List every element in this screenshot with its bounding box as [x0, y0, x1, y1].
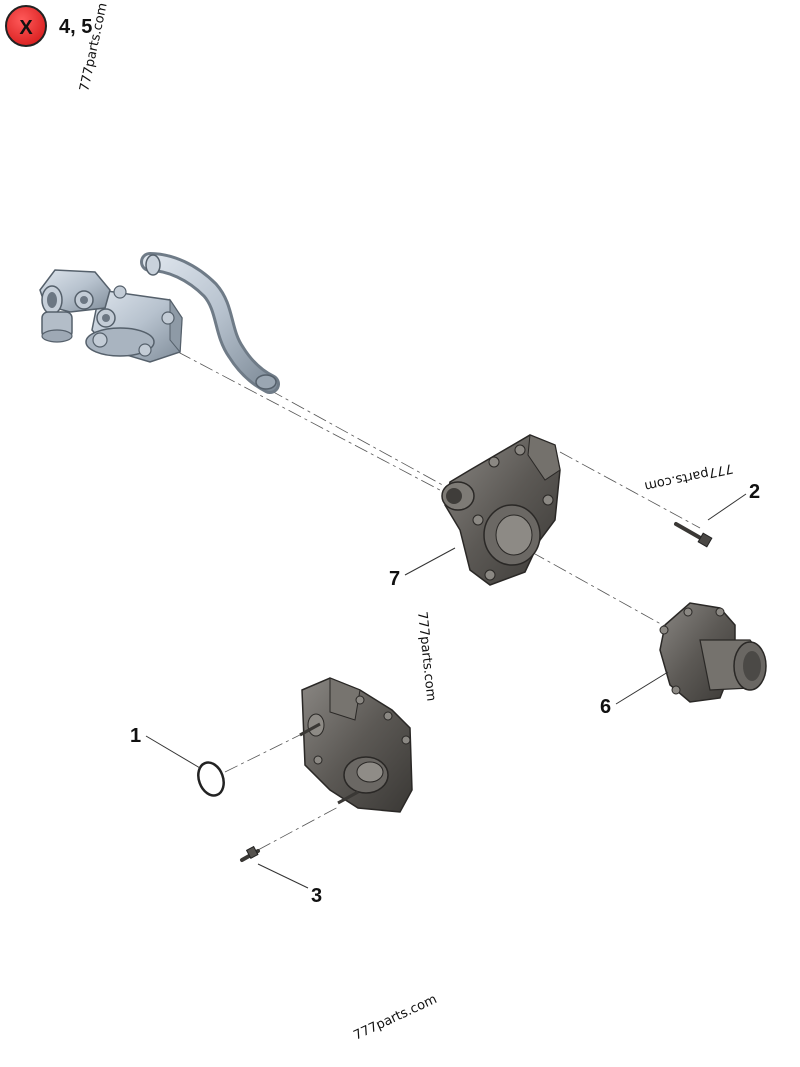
- pump-cover: [299, 677, 413, 813]
- callout-label-2: 2: [749, 481, 760, 503]
- assembly-guide-lines: [177, 351, 701, 851]
- watermark-middle: 777parts.com: [414, 611, 438, 702]
- callout-6: 6: [600, 671, 669, 718]
- x-badge: X 4, 5: [5, 5, 92, 47]
- callout-label-3: 3: [311, 885, 322, 907]
- bolt: [674, 522, 713, 548]
- callout-1: 1: [130, 725, 201, 769]
- sensor-fitting: [240, 845, 260, 862]
- watermark-bottom: 777parts.com: [351, 992, 439, 1044]
- watermark-right: 777parts.com: [643, 460, 734, 493]
- badge-label: 4, 5: [59, 16, 92, 38]
- x-circle-symbol: X: [19, 17, 33, 39]
- callout-7: 7: [389, 547, 456, 590]
- x-circle-icon: [5, 5, 47, 47]
- water-pump-housing: [441, 434, 561, 586]
- callout-label-7: 7: [389, 568, 400, 590]
- callout-3: 3: [257, 863, 322, 907]
- o-ring: [197, 761, 225, 797]
- callout-2: 2: [707, 481, 760, 521]
- callout-label-1: 1: [130, 725, 141, 747]
- thermostat-housing-assembly: [39, 252, 280, 394]
- thermostat: [659, 602, 767, 703]
- callout-label-6: 6: [600, 696, 611, 718]
